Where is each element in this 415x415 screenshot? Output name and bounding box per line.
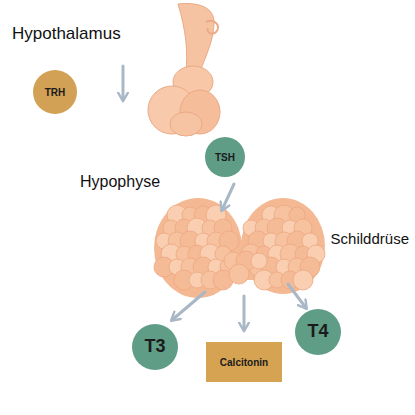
hormone-circle: TSH	[205, 137, 245, 177]
arrow	[288, 284, 306, 308]
thyroid-lobule	[229, 264, 249, 284]
hormone-circle: T4	[295, 309, 341, 355]
arrow	[122, 66, 125, 100]
circle-outline	[33, 70, 77, 114]
circle-outline	[205, 137, 245, 177]
hormone-box: Calcitonin	[206, 342, 282, 382]
box-outline	[206, 342, 282, 382]
hormone-name: T3	[144, 337, 165, 357]
hormone-circle: T3	[132, 324, 178, 370]
thyroid-illustration	[154, 198, 325, 298]
hormone-name: T4	[307, 322, 328, 342]
organ-label: Hypothalamus	[12, 25, 121, 44]
circle-outline	[132, 324, 178, 370]
thyroid-lobule	[293, 270, 313, 290]
thyroid-lobule	[251, 253, 267, 269]
hormone-name: TRH	[45, 87, 66, 98]
pituitary-illustration	[148, 4, 220, 136]
arrow	[222, 184, 234, 210]
organ-label: Schilddrüse	[331, 231, 409, 248]
hormone-name: TSH	[215, 152, 235, 163]
hormone-circle: TRH	[33, 70, 77, 114]
circle-outline	[295, 309, 341, 355]
hormone-name: Calcitonin	[220, 357, 268, 368]
arrow	[172, 292, 205, 320]
arrow	[243, 296, 246, 330]
organ-label: Hypophyse	[80, 173, 160, 191]
arrows	[123, 66, 306, 330]
